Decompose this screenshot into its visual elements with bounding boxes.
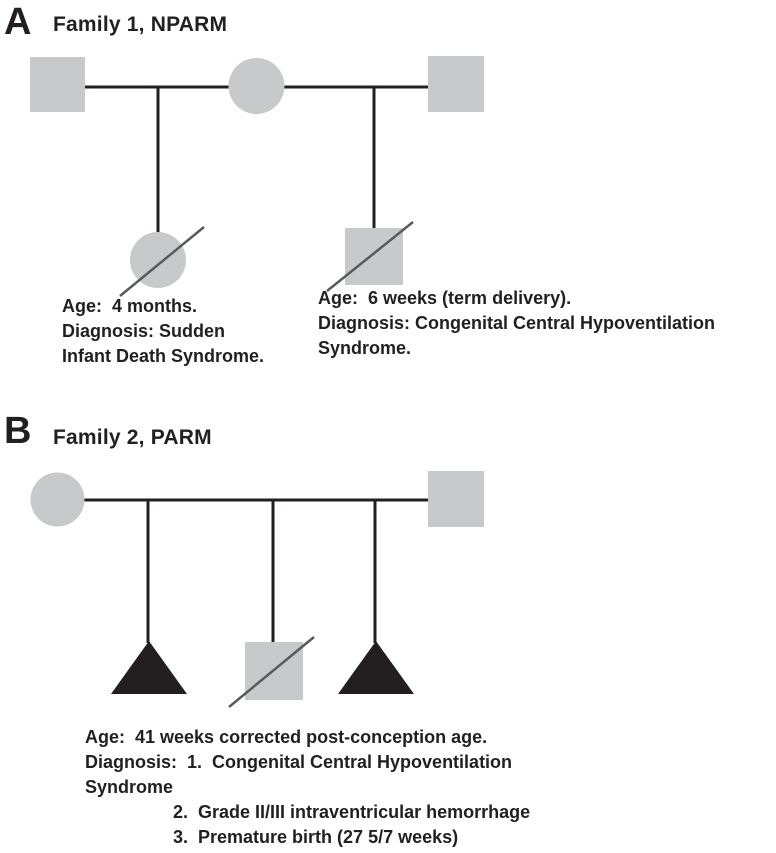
panel-a-label: A [4,1,32,43]
family2-annotation: Age: 41 weeks corrected post-conception … [85,725,530,850]
family-2-pedigree [30,471,484,708]
panel-a-title: Family 1, NPARM [53,13,228,36]
annotation-line: Syndrome [85,777,174,797]
family1-child2-deceased-slash [326,221,414,292]
annotation-line: Age: 41 weeks corrected post-conception … [85,727,488,747]
family2-child2-deceased-slash [228,636,315,708]
panel-b-label: B [4,410,32,452]
annotation-line: Diagnosis: Congenital Central Hypoventil… [318,313,716,333]
annotation-line: Diagnosis: Sudden [62,321,226,341]
family1-mother-circle-symbol [228,58,285,114]
annotation-line: 2. Grade II/III intraventricular hemorrh… [173,802,531,822]
family2-child3-triangle-symbol [338,641,414,694]
annotation-line: Syndrome. [318,338,412,358]
family2-mother-circle-symbol [30,472,85,527]
annotation-line: Diagnosis: 1. Congenital Central Hypoven… [85,752,513,772]
family-1-pedigree [30,56,484,297]
family1-father1-square-symbol [30,57,85,112]
family1-child1-circle-symbol [130,232,186,288]
family1-father2-square-symbol [428,56,484,112]
family1-child1-annotation: Age: 4 months. Diagnosis: Sudden Infant … [62,294,264,369]
annotation-line: Infant Death Syndrome. [62,346,265,366]
annotation-line: 3. Premature birth (27 5/7 weeks) [173,827,459,847]
family1-child1-deceased-slash [119,226,205,297]
annotation-line: Age: 4 months. [62,296,198,316]
annotation-line: Age: 6 weeks (term delivery). [318,288,572,308]
family2-father-square-symbol [428,471,484,527]
panel-b-title: Family 2, PARM [53,426,212,449]
family2-child1-triangle-symbol [111,641,187,694]
family1-child2-annotation: Age: 6 weeks (term delivery). Diagnosis:… [318,286,715,361]
